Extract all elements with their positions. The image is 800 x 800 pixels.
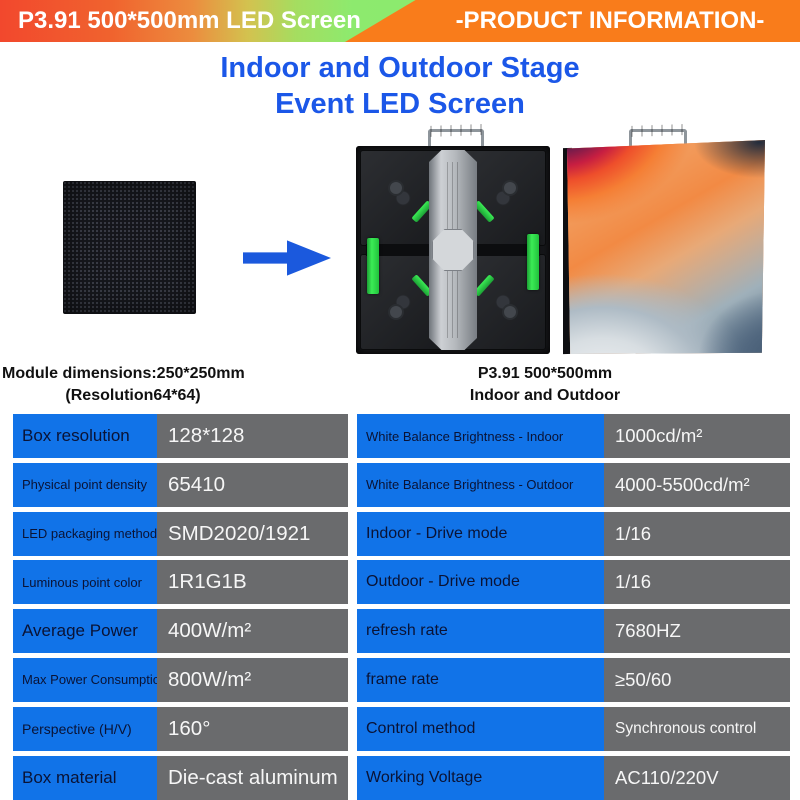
banner-product-name: P3.91 500*500mm LED Screen [18, 7, 361, 34]
spec-row: frame rate≥50/60 [357, 657, 790, 702]
module-caption-line2: (Resolution64*64) [65, 387, 201, 404]
cabinet-caption-line1: P3.91 500*500mm [477, 365, 613, 382]
clamp-dot [388, 180, 404, 196]
spec-label: LED packaging method [13, 511, 157, 556]
handle-green-grip [421, 123, 489, 138]
spec-value: 800W/m² [157, 657, 348, 702]
handle-frame [629, 129, 687, 147]
cabinet-front-image [563, 123, 765, 356]
spec-label: Physical point density [13, 462, 157, 507]
spec-label: White Balance Brightness - Indoor [357, 414, 604, 458]
clamp-dot [388, 304, 404, 320]
spec-label: Working Voltage [357, 755, 604, 800]
cabinet-caption: P3.91 500*500mm Indoor and Outdoor [420, 363, 670, 407]
clamp-dot [502, 304, 518, 320]
spec-row: Perspective (H/V)160° [13, 706, 348, 751]
spec-value: 1/16 [604, 511, 790, 556]
spec-value: 7680HZ [604, 609, 790, 654]
spec-label: frame rate [357, 657, 604, 702]
clamp-dot [502, 180, 518, 196]
led-module-image [63, 181, 196, 314]
spec-label: refresh rate [357, 609, 604, 654]
led-screen-face [567, 140, 765, 354]
green-lock-bar-left [367, 238, 379, 294]
spec-value: ≥50/60 [604, 657, 790, 702]
banner-section-title: -PRODUCT INFORMATION- [455, 7, 765, 34]
spec-value: AC110/220V [604, 755, 790, 800]
spec-label: Average Power [13, 609, 157, 654]
spec-value: Synchronous control [604, 706, 790, 751]
spec-value: 1000cd/m² [604, 414, 790, 458]
cabinet-back-body [356, 146, 550, 354]
spec-label: Max Power Consumption [13, 657, 157, 702]
spine-octagon [432, 229, 474, 271]
top-banner: P3.91 500*500mm LED Screen -PRODUCT INFO… [0, 0, 800, 42]
cabinet-caption-line2: Indoor and Outdoor [469, 387, 621, 404]
green-lock-bar-right [527, 234, 539, 290]
spec-value: 65410 [157, 462, 348, 507]
page-title-line1: Indoor and Outdoor Stage [220, 52, 580, 84]
spec-label: Box material [13, 755, 157, 800]
module-caption-line1: Module dimensions:250*250mm [2, 365, 245, 382]
spec-label: Perspective (H/V) [13, 706, 157, 751]
right-arrow-icon [243, 240, 331, 276]
spec-value: 400W/m² [157, 609, 348, 654]
spec-value: 1/16 [604, 560, 790, 605]
page-title-line2: Event LED Screen [275, 88, 525, 120]
spec-value: 160° [157, 706, 348, 751]
spec-value: SMD2020/1921 [157, 511, 348, 556]
cabinet-back-image [356, 123, 550, 356]
spec-value: 128*128 [157, 414, 348, 458]
banner-orange-panel [345, 0, 800, 42]
spec-label: Control method [357, 706, 604, 751]
module-caption: Module dimensions:250*250mm (Resolution6… [0, 363, 266, 407]
spec-value: 4000-5500cd/m² [604, 462, 790, 507]
handle-frame [428, 129, 484, 147]
page-title: Indoor and Outdoor Stage Event LED Scree… [0, 50, 800, 122]
spec-value: 1R1G1B [157, 560, 348, 605]
spec-label: Outdoor - Drive mode [357, 560, 604, 605]
spec-label: Box resolution [13, 414, 157, 458]
spec-label: Indoor - Drive mode [357, 511, 604, 556]
spec-label: White Balance Brightness - Outdoor [357, 462, 604, 507]
spec-label: Luminous point color [13, 560, 157, 605]
cabinet-center-spine [429, 150, 477, 350]
spec-value: Die-cast aluminum [157, 755, 348, 800]
